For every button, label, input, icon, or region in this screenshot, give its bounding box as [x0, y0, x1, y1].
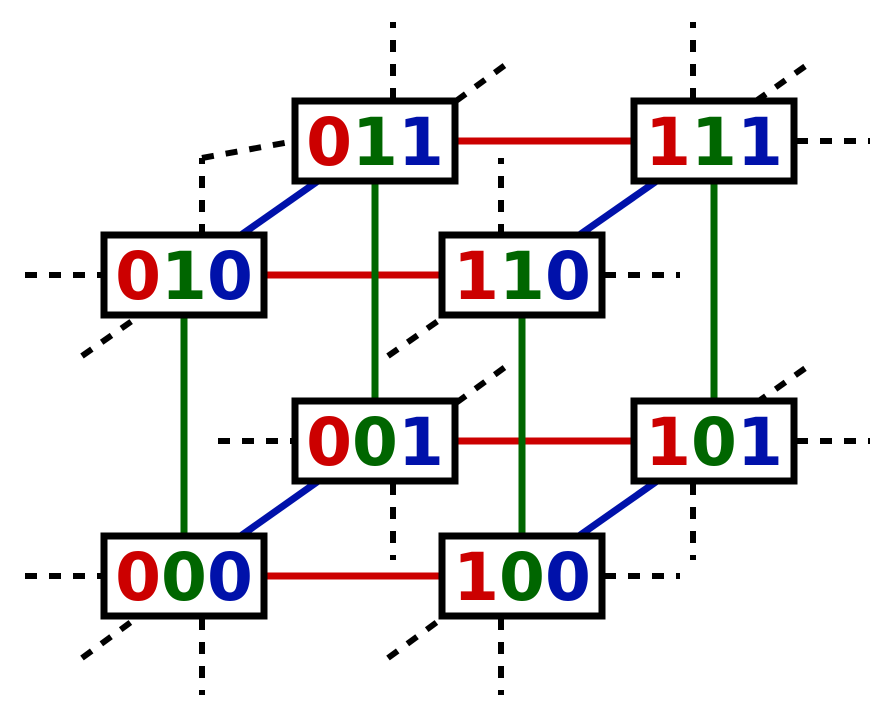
node-box: [438, 532, 606, 620]
dashed-line: [454, 359, 514, 406]
node-010: 010: [100, 231, 268, 319]
node-011: 011: [291, 97, 459, 185]
bit-2: 1: [691, 104, 737, 181]
node-box: [100, 231, 268, 319]
bit-3: 1: [737, 104, 783, 181]
bit-1: 0: [115, 238, 161, 315]
bit-2: 0: [691, 404, 737, 481]
node-label: 110: [453, 238, 591, 315]
bit-2: 0: [499, 539, 545, 616]
node-101: 101: [630, 397, 798, 485]
node-box: [630, 97, 798, 185]
bit-2: 0: [161, 539, 207, 616]
bit-3: 1: [737, 404, 783, 481]
dashed-line: [454, 57, 514, 104]
node-label: 001: [306, 404, 444, 481]
node-001: 001: [291, 397, 459, 485]
bit-3: 1: [398, 104, 444, 181]
node-100: 100: [438, 532, 606, 620]
bit-2: 0: [352, 404, 398, 481]
bit-2: 1: [161, 238, 207, 315]
bit-3: 0: [545, 238, 591, 315]
bit-2: 1: [352, 104, 398, 181]
bit-1: 1: [453, 539, 499, 616]
node-box: [291, 97, 459, 185]
node-000: 000: [100, 532, 268, 620]
dashed-line: [201, 138, 296, 161]
node-label: 100: [453, 539, 591, 616]
node-111: 111: [630, 97, 798, 185]
bit-2: 1: [499, 238, 545, 315]
node-label: 000: [115, 539, 253, 616]
node-110: 110: [438, 231, 606, 319]
node-label: 010: [115, 238, 253, 315]
dashed-line: [754, 57, 816, 104]
bit-1: 0: [115, 539, 161, 616]
bit-3: 0: [207, 238, 253, 315]
node-box: [630, 397, 798, 485]
node-box: [100, 532, 268, 620]
bit-1: 0: [306, 404, 352, 481]
dashed-line: [754, 359, 816, 406]
node-box: [438, 231, 606, 319]
node-label: 011: [306, 104, 444, 181]
bit-1: 1: [645, 104, 691, 181]
bit-3: 0: [207, 539, 253, 616]
bit-1: 0: [306, 104, 352, 181]
bit-3: 0: [545, 539, 591, 616]
node-label: 101: [645, 404, 783, 481]
bit-1: 1: [645, 404, 691, 481]
node-label: 111: [645, 104, 783, 181]
bit-1: 1: [453, 238, 499, 315]
node-box: [291, 397, 459, 485]
periodic-continuation-lines: [25, 22, 870, 695]
bit-3: 1: [398, 404, 444, 481]
